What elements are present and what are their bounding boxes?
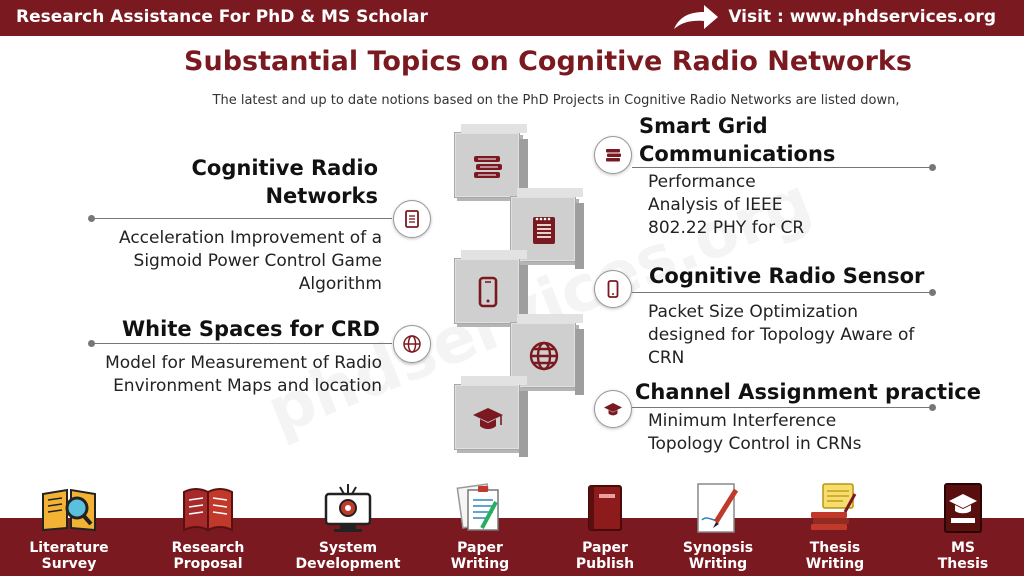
synopsis-writing-icon [697,483,739,533]
service-label-line2: Publish [575,556,635,572]
service-label-line1: Research [171,540,245,556]
thesis-writing-icon [811,483,857,530]
topic-description: Model for Measurement of Radio Environme… [105,353,382,396]
connector-line [632,292,930,293]
topic-icon-circle [594,390,632,428]
notepad-icon [533,217,555,244]
system-development-icon [324,484,372,532]
header-website-link[interactable]: Visit : www.phdservices.org [728,7,996,27]
header-bar: Research Assistance For PhD & MS Scholar… [0,0,1024,36]
topic-icon-circle [594,136,632,174]
connector-line [632,167,930,168]
topic-heading-channel-assignment: Channel Assignment practice [635,380,981,404]
service-label-line1: System [318,540,378,556]
connector-line [92,343,392,344]
cube-books [454,124,528,205]
topic-description: Minimum Interference Topology Control in… [648,411,862,454]
globe-icon [403,335,421,353]
paper-writing-icon [456,483,499,531]
cube-phone [454,250,528,331]
cube-notepad [510,188,584,269]
research-proposal-icon [183,488,233,532]
service-label-line1: MS [950,540,975,556]
connector-dot [929,404,936,411]
graduation-cap-icon [604,403,622,416]
service-label-line2: Writing [688,556,748,572]
notepad-icon [405,210,419,228]
literature-survey-icon [42,488,96,532]
footer-services-bar [0,518,1024,576]
topic-heading-cognitive-radio-sensor: Cognitive Radio Sensor [649,264,925,288]
service-label-line2: Proposal [173,556,243,572]
topic-icon-circle [393,325,431,363]
service-label-line2: Writing [450,556,510,572]
service-label-line1: Synopsis [682,540,754,556]
connector-dot [88,340,95,347]
page-subtitle: The latest and up to date notions based … [212,93,900,108]
service-label-line1: Thesis [809,540,861,556]
topic-heading-smart-grid: Smart Grid Communications [639,114,836,166]
connector-dot [929,164,936,171]
connector-line [92,218,392,219]
service-label-line1: Literature [29,540,109,556]
phone-icon [478,276,498,308]
service-label-line1: Paper [457,540,503,556]
topic-description: Performance Analysis of IEEE 802.22 PHY … [648,172,805,238]
service-label-line2: Development [295,556,401,572]
topic-heading-cognitive-radio-networks: Cognitive Radio Networks [191,156,379,208]
connector-dot [88,215,95,222]
phone-icon [607,280,619,298]
header-tagline: Research Assistance For PhD & MS Scholar [16,7,428,27]
topic-description: Packet Size Optimization designed for To… [648,302,915,368]
paper-publish-icon [588,485,622,531]
topic-heading-white-spaces: White Spaces for CRD [122,317,380,341]
topic-icon-circle [393,200,431,238]
graduation-cap-icon [473,408,503,429]
connector-line [632,407,930,408]
arrow-right-icon [674,5,718,29]
books-icon [606,149,621,162]
connector-dot [929,289,936,296]
cube-graduation-cap [454,376,528,457]
page-title: Substantial Topics on Cognitive Radio Ne… [184,46,912,77]
books-icon [474,156,502,178]
ms-thesis-icon [944,483,982,533]
service-label-line2: Survey [41,556,97,572]
service-label-line2: Thesis [937,556,989,572]
service-label-line1: Paper [582,540,628,556]
globe-icon [529,341,559,371]
topic-description: Acceleration Improvement of a Sigmoid Po… [118,228,382,294]
topic-icon-circle [594,270,632,308]
service-label-line2: Writing [805,556,865,572]
